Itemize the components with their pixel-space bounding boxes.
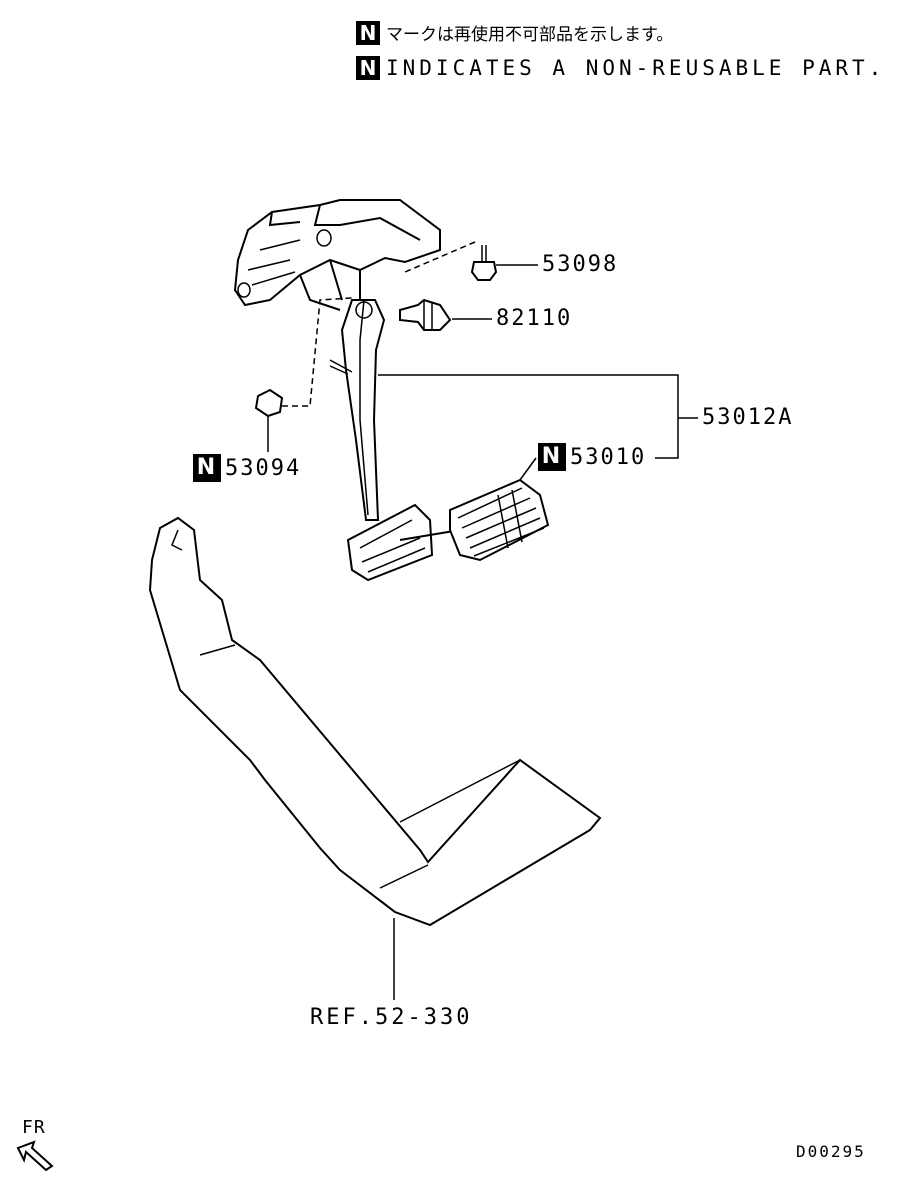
bolt-53098 [404,241,498,281]
pedal-bracket [233,199,441,311]
stop-lamp-switch [399,298,452,331]
legend-en-row: N INDICATES A NON-REUSABLE PART. [356,56,885,80]
drawing-code: D00295 [796,1142,866,1161]
non-reusable-badge: N [538,443,566,471]
pedal-pad [449,478,550,562]
legend-jp-text: マークは再使用不可部品を示します。 [386,25,674,45]
floor-carpet [148,516,602,927]
legend-en-text: INDICATES A NON-REUSABLE PART. [386,56,886,80]
leader-lines [267,264,698,1000]
reference-label: REF.52-330 [310,1005,473,1030]
part-label-53098: 53098 [542,252,619,277]
part-label-53094: N 53094 [193,454,301,482]
direction-label: FR [22,1117,46,1138]
part-label-53010: N 53010 [538,443,646,471]
pedal-arm [340,299,386,521]
part-label-82110: 82110 [496,306,573,331]
non-reusable-badge: N [356,56,380,80]
nut-53094 [254,297,353,418]
non-reusable-badge: N [193,454,221,482]
legend-jp-row: N マークは再使用不可部品を示します。 [356,20,673,45]
non-reusable-badge: N [356,20,380,45]
arrow-front-icon [16,1140,54,1172]
part-label-53012a: 53012A [702,405,794,430]
